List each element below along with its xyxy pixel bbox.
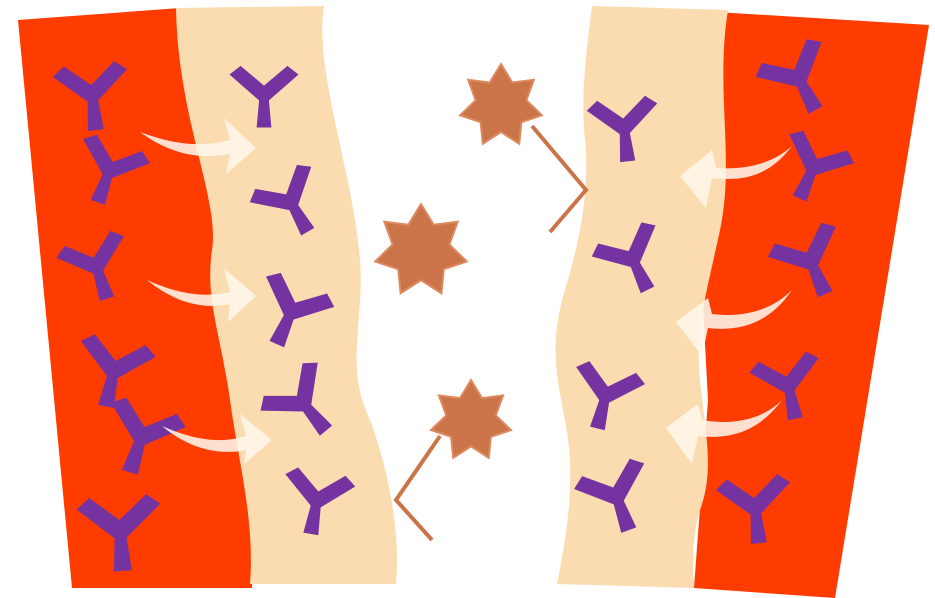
antigen-tether-line [532, 126, 586, 232]
antigen-tether-line [396, 436, 440, 540]
right-panel [556, 6, 929, 598]
antigen-star-icon [431, 380, 511, 458]
antigen-star-icon [460, 64, 542, 144]
antigen-bottom [396, 380, 511, 540]
antigen-top [460, 64, 586, 232]
antigens [375, 64, 586, 540]
right-membrane-layer [556, 6, 728, 588]
antigen-star-icon [375, 204, 467, 293]
left-panel [18, 6, 397, 588]
antigen-middle [375, 204, 467, 293]
